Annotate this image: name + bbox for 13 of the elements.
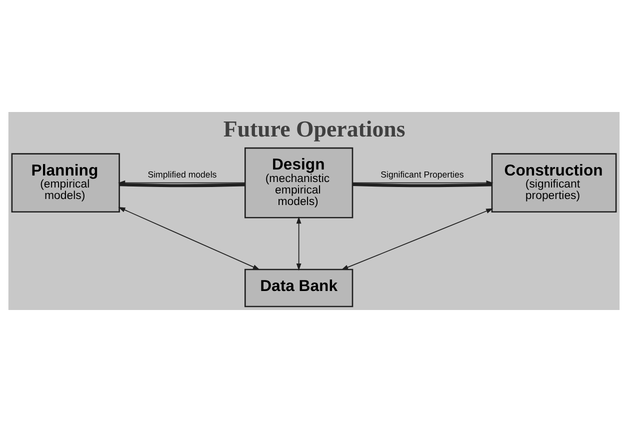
diagram-title: Future Operations	[223, 116, 406, 141]
edge-label: Simplified models	[148, 169, 217, 180]
node-box: Design (mechanistic empirical models)	[244, 146, 354, 218]
arrow	[118, 180, 246, 185]
arrow	[118, 206, 260, 270]
arrow	[296, 216, 302, 270]
node-box: Planning (empirical models)	[11, 152, 120, 212]
connector	[119, 182, 245, 187]
node-box: Construction (significant properties)	[491, 152, 617, 212]
arrow	[341, 208, 494, 270]
edge-label: Significant Properties	[380, 169, 464, 180]
node-box: Data Bank	[244, 268, 354, 307]
connector	[352, 182, 492, 187]
